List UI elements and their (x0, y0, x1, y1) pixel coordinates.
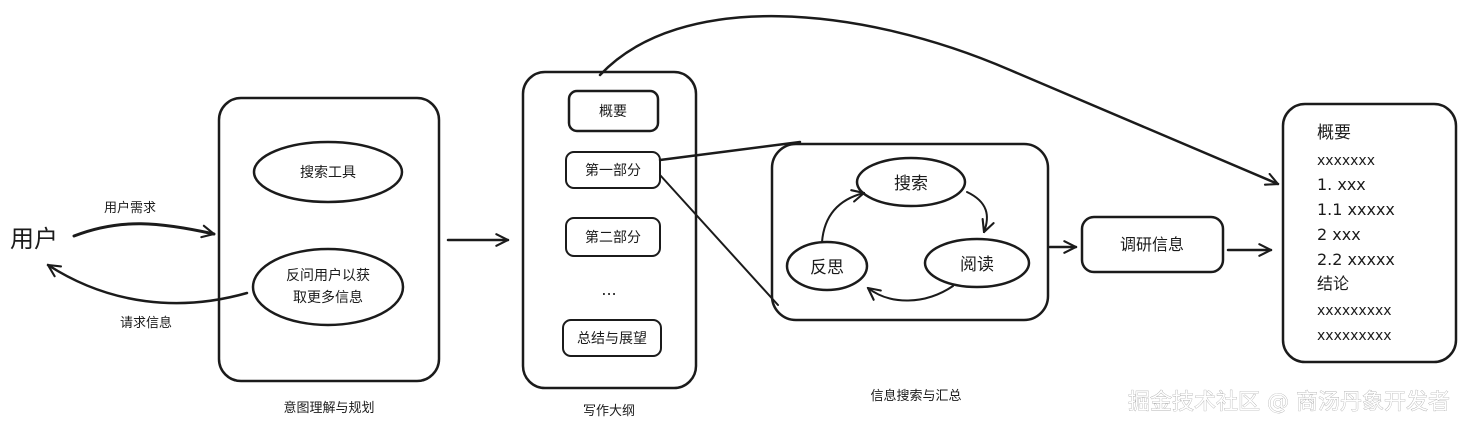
intent-planning-box (217, 96, 441, 383)
outline-summary-node (562, 319, 662, 357)
report-line: 结论 (1317, 274, 1349, 293)
outline-box (521, 70, 698, 390)
search-tool-label: 搜索工具 (300, 164, 356, 181)
report-line: 2 xxx (1317, 225, 1361, 244)
reflect-node (785, 240, 869, 292)
search-loop-caption: 信息搜索与汇总 (870, 388, 961, 404)
ask-user-node (251, 247, 405, 327)
report-line: 2.2 xxxxx (1317, 250, 1395, 269)
arrow-request-info (48, 265, 249, 305)
search-label: 搜索 (894, 174, 928, 194)
report-line: xxxxxxxxx (1317, 303, 1392, 319)
arrow-reflect-to-search (821, 193, 864, 243)
intent-caption: 意图理解与规划 (283, 400, 374, 416)
report-lines: 概要 xxxxxxx 1. xxx 1.1 xxxxx 2 xxx 2.2 xx… (1317, 123, 1395, 344)
outline-caption: 写作大纲 (583, 404, 635, 419)
search-loop-box (770, 142, 1050, 322)
arrow-read-to-reflect (868, 285, 954, 302)
report-box (1281, 102, 1458, 364)
report-line: xxxxxxx (1317, 153, 1375, 169)
search-node (855, 156, 967, 208)
report-line: 概要 (1317, 123, 1351, 143)
outline-summary-label: 总结与展望 (577, 331, 647, 347)
research-info-label: 调研信息 (1120, 235, 1184, 254)
reflect-label: 反思 (810, 258, 844, 278)
arrow-user-need (72, 222, 214, 236)
read-label: 阅读 (960, 255, 994, 275)
report-line: 1.1 xxxxx (1317, 200, 1395, 219)
edge-label-user-need: 用户需求 (104, 200, 156, 216)
outline-overview-node (567, 89, 660, 133)
report-line: 1. xxx (1317, 175, 1366, 194)
link-part1-to-search-bottom (659, 174, 779, 306)
outline-part2-label: 第二部分 (585, 229, 641, 246)
outline-overview-label: 概要 (599, 104, 627, 120)
link-part1-to-search-top (658, 140, 802, 162)
arrow-outline-to-report (598, 15, 1278, 184)
arrow-search-to-read (966, 191, 987, 232)
search-tool-node (252, 140, 404, 204)
user-label: 用户 (10, 225, 58, 253)
outline-part2-node (565, 217, 661, 257)
outline-part1-label: 第一部分 (585, 162, 641, 179)
ask-user-label-line1: 反问用户以获 (286, 267, 370, 284)
watermark: 掘金技术社区 @ 商汤丹象开发者 (1128, 390, 1450, 415)
ask-user-label-line2: 取更多信息 (293, 289, 363, 306)
report-line: xxxxxxxxx (1317, 328, 1392, 344)
edge-label-request-info: 请求信息 (120, 315, 172, 331)
outline-part1-node (565, 151, 661, 189)
research-info-node (1080, 215, 1225, 274)
outline-ellipsis: ... (601, 280, 616, 299)
read-node (923, 237, 1031, 289)
